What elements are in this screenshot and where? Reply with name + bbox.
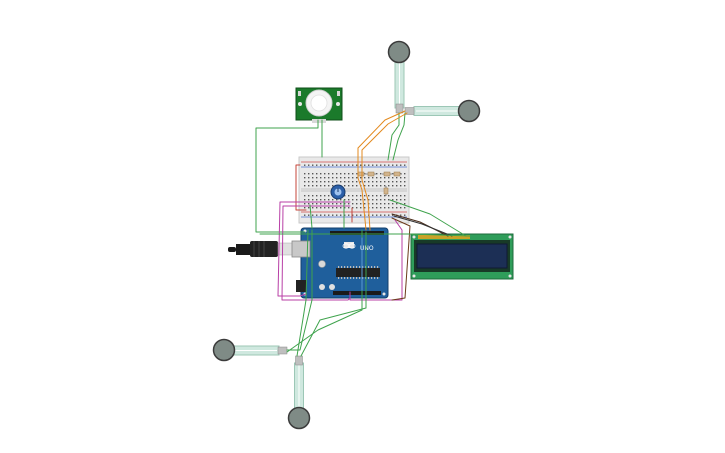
wire-magenta-1 [277,201,351,297]
fsr-sensor-right[interactable] [404,99,481,123]
wire-lcd-1 [391,213,449,237]
lcd-pin-header [418,235,470,239]
wire-lcd-2 [393,215,453,237]
wire-magenta-3 [349,219,403,301]
wire-fsr-bottom-b [300,231,367,357]
arduino-infinity-logo [342,243,356,249]
wire-fsr-right-b [361,112,408,231]
wire-fsr-bottom-a [296,229,309,357]
wire-fsr-right-a [357,110,406,231]
potentiometer[interactable] [330,184,346,200]
fsr-sensor-bottom[interactable] [287,355,311,430]
wires [255,110,471,357]
wire-magenta-2 [281,205,351,301]
wire-pir-out [255,119,319,233]
resistor-4 [392,171,402,177]
wire-lcd-green-2 [259,233,471,237]
wire-lcd-green-1 [389,199,467,237]
wire-fsr-top-a [387,112,400,161]
wire-red-vcc [295,164,307,211]
lcd-display[interactable] [410,233,514,280]
microcontroller-pins [338,266,379,279]
fsr-sensor-top[interactable] [387,40,411,114]
wire-fsr-top-b [392,112,406,161]
wire-bb-ard-2 [309,204,313,229]
resistor-3 [382,171,392,177]
resistor-5 [383,186,389,196]
usb-cable [228,241,295,257]
arduino-board-label: UNO [360,245,374,252]
pir-motion-sensor[interactable] [295,87,343,123]
fsr-sensor-left[interactable] [212,338,288,362]
wire-lcd-3 [391,217,411,301]
breadboard[interactable] [298,156,410,224]
resistor-2 [366,171,376,177]
wire-fsr-left-a [286,229,313,351]
